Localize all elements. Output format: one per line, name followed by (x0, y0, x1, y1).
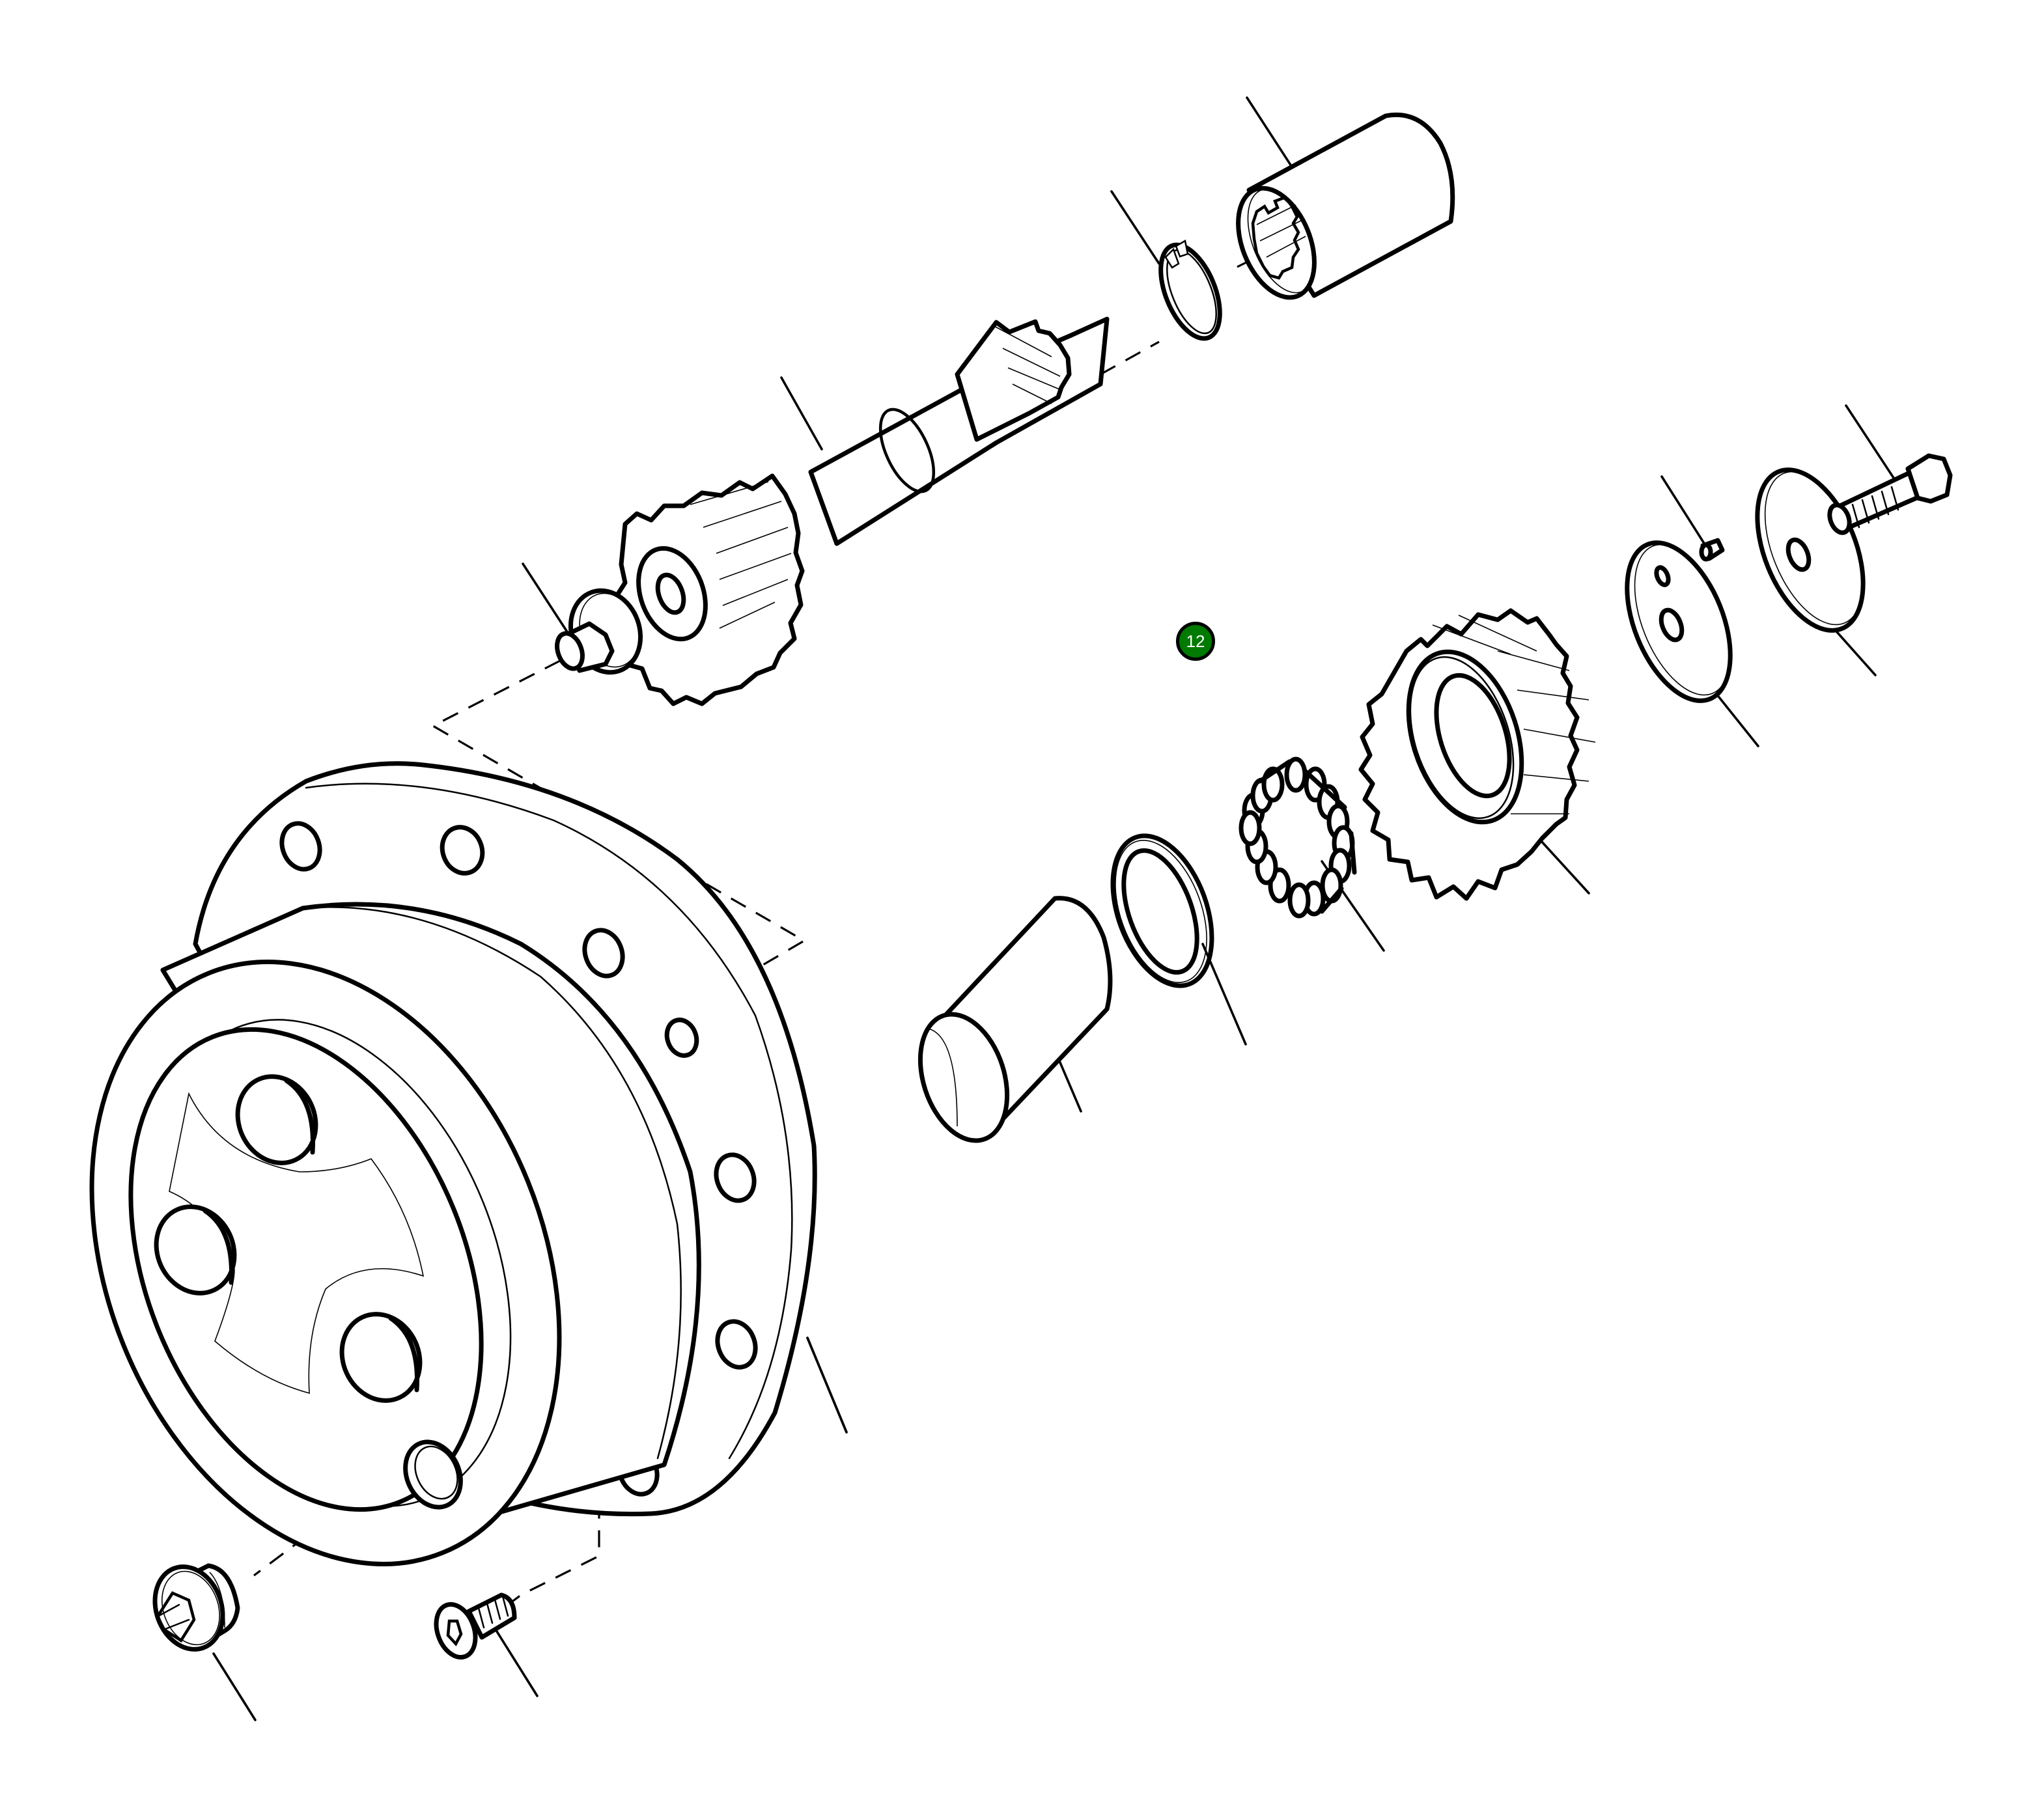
planet-gear[interactable] (1358, 608, 1596, 901)
planet-pin[interactable] (905, 896, 1113, 1152)
callout-badge-12[interactable]: 12 (1176, 622, 1215, 661)
splined-coupling-sleeve[interactable] (1224, 112, 1455, 309)
retaining-plate[interactable] (1606, 528, 1751, 715)
dowel-pin[interactable] (1699, 538, 1725, 562)
snap-ring[interactable] (1149, 236, 1231, 346)
callout-label: 12 (1186, 631, 1205, 651)
drain-plug[interactable] (144, 1557, 240, 1659)
needle-roller-bearing[interactable] (1239, 756, 1357, 919)
hub-housing[interactable] (7, 761, 817, 1635)
washer[interactable] (1736, 454, 1884, 646)
thrust-button[interactable] (553, 581, 652, 682)
thrust-washer[interactable] (1094, 822, 1231, 999)
countersunk-screw[interactable] (429, 1592, 517, 1663)
sun-gear-shaft[interactable] (613, 316, 1110, 706)
hex-bolt[interactable] (1826, 453, 1953, 535)
